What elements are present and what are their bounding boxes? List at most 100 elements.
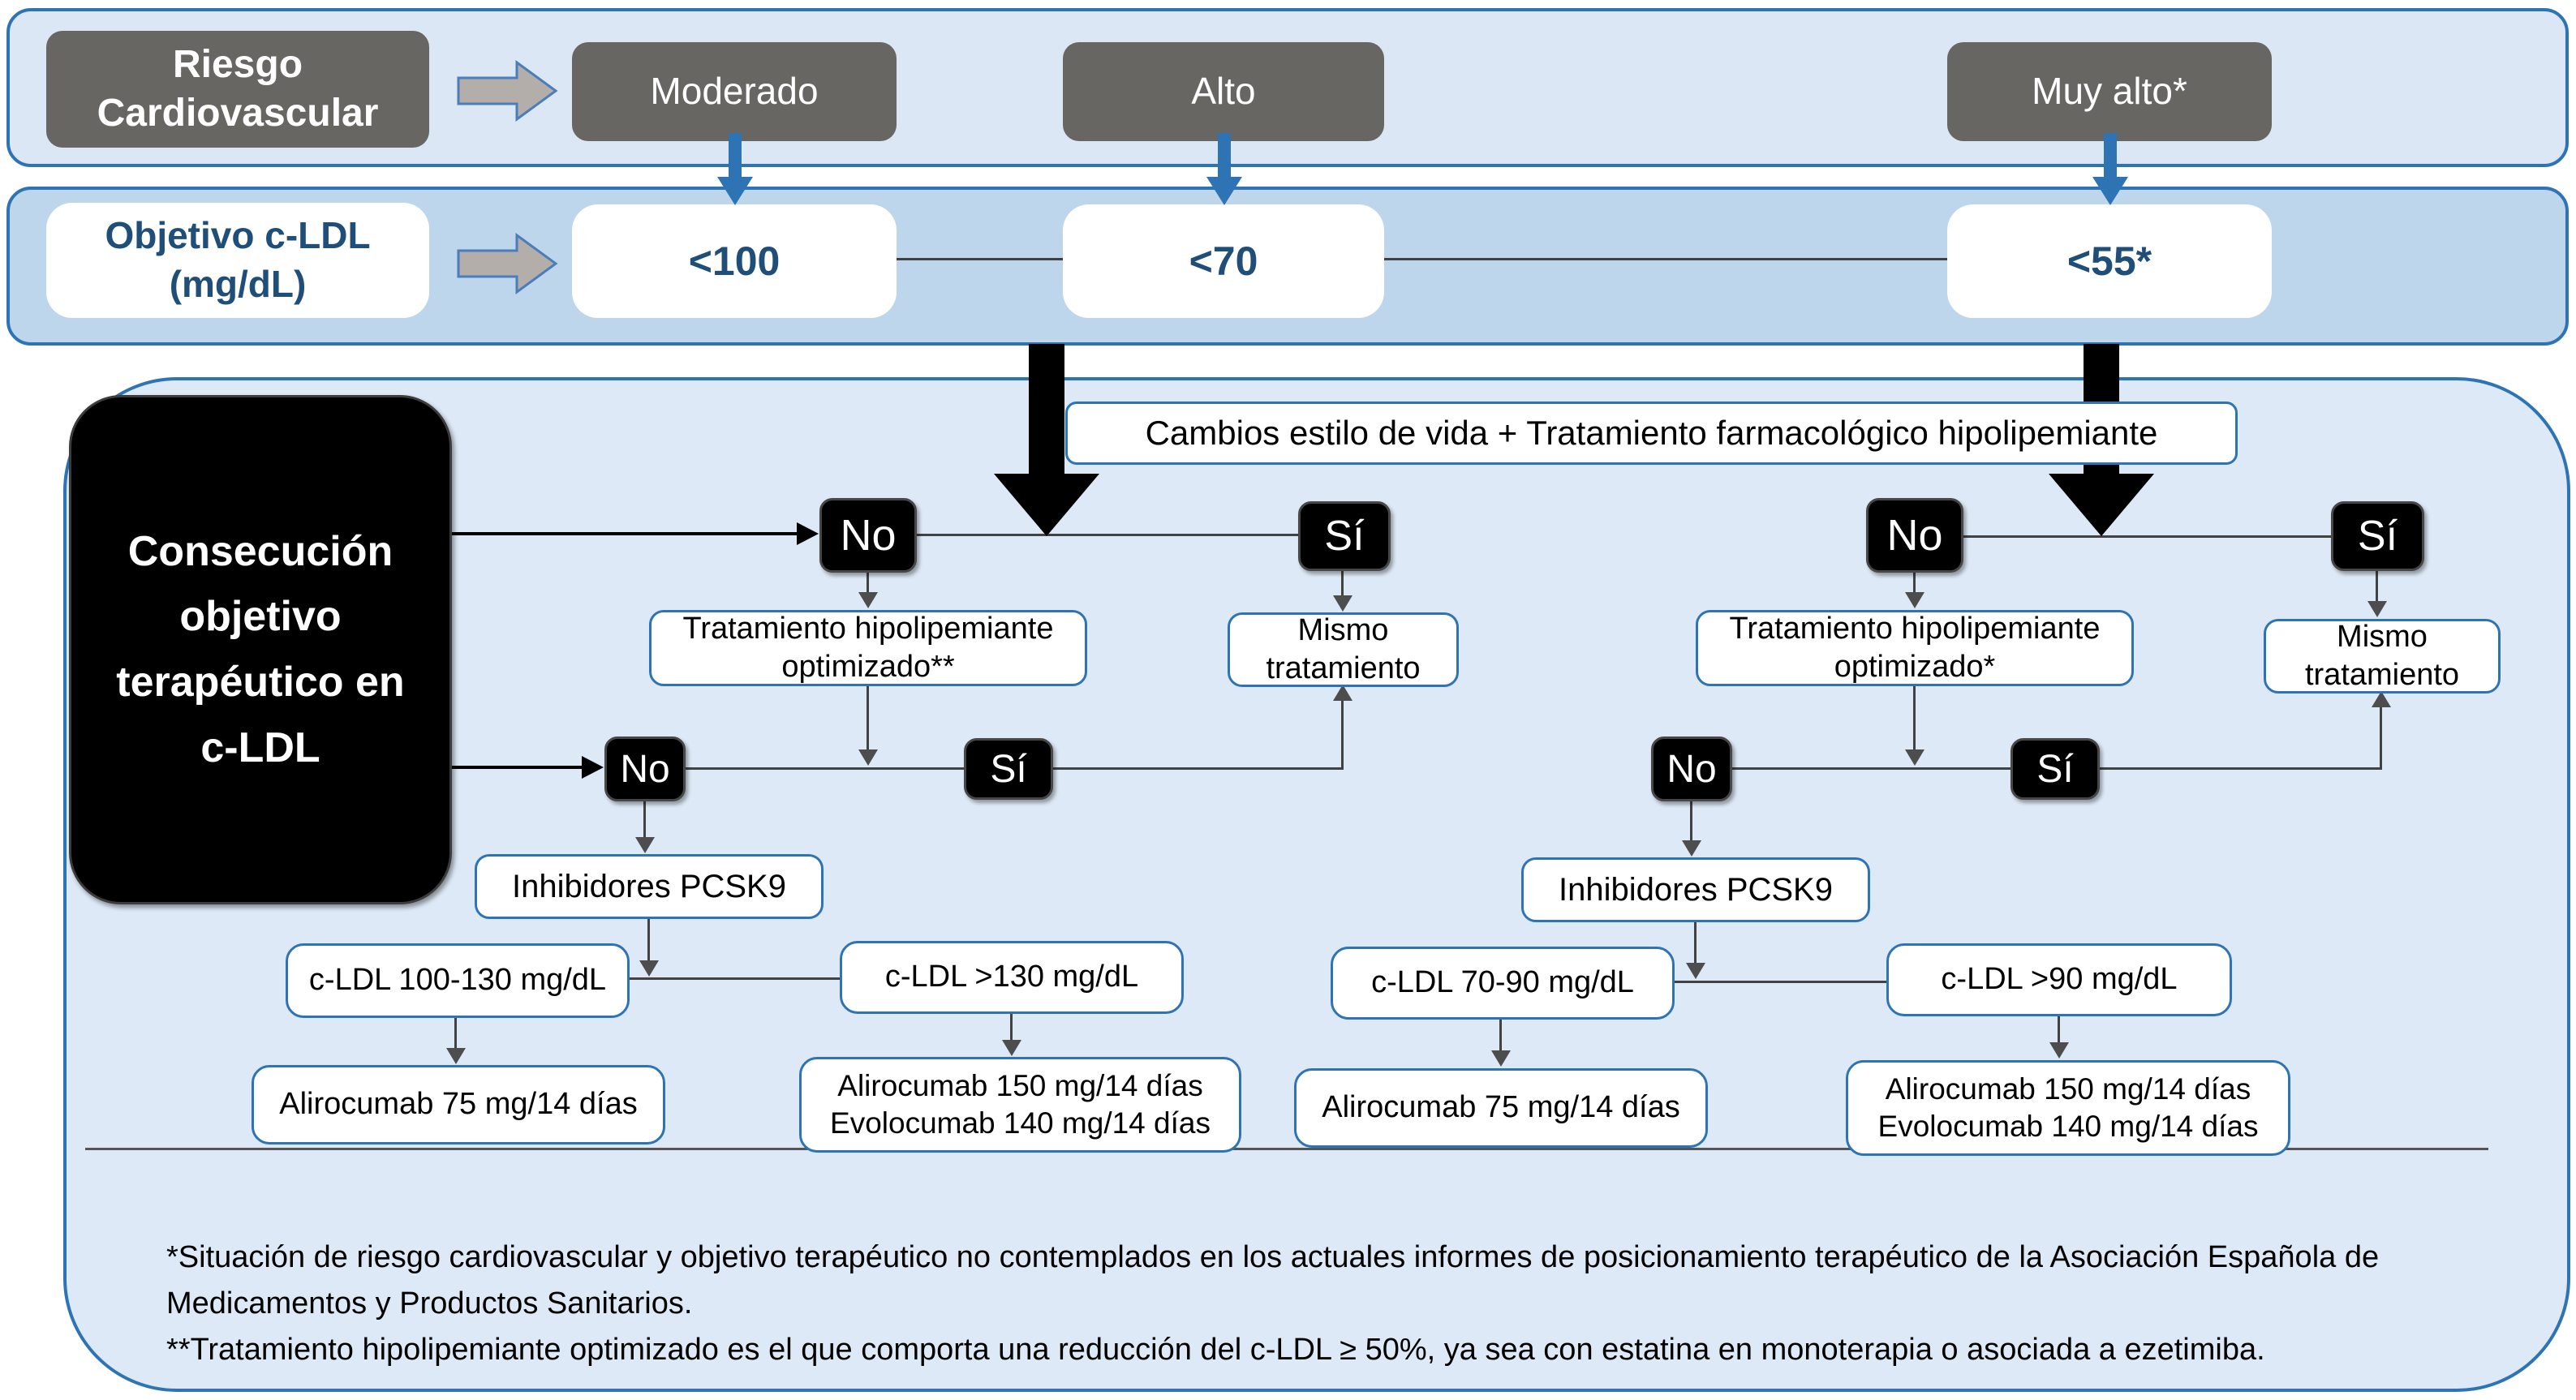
optimized-treatment-label: Tratamiento hipolipemiante optimizado*: [1729, 611, 2101, 685]
blue-down-arrow-icon: [717, 133, 753, 205]
arrowhead-icon: [797, 522, 819, 545]
dose-label: Alirocumab 150 mg/14 días: [1885, 1071, 2251, 1106]
arrowhead-icon: [858, 592, 878, 608]
pcsk9-label: Inhibidores PCSK9: [1559, 872, 1833, 908]
dose-high-box-right: Alirocumab 150 mg/14 días Evolocumab 140…: [1846, 1060, 2290, 1156]
same-treatment-label: Mismo tratamiento: [1266, 612, 1421, 686]
arrowhead-icon: [1491, 1050, 1511, 1067]
goal-title-line: terapéutico en: [116, 659, 405, 706]
goal-achievement-box: Consecución objetivo terapéutico en c-LD…: [69, 395, 452, 904]
node-no-row1-right: No: [1866, 498, 1963, 573]
target-value-100: <100: [572, 204, 897, 318]
risk-level-muy-alto: Muy alto*: [1947, 42, 2272, 141]
arrowhead-icon: [858, 749, 878, 766]
treatment-bar-label: Cambios estilo de vida + Tratamiento far…: [1145, 413, 2158, 452]
node-no-row2-right: No: [1651, 737, 1732, 801]
range-high-box-left: c-LDL >130 mg/dL: [840, 941, 1184, 1014]
pcsk9-box-right: Inhibidores PCSK9: [1521, 857, 1870, 922]
connector-ranges-left: [629, 977, 840, 980]
bottom-rule: [85, 1148, 2488, 1150]
target-value-70: <70: [1063, 204, 1384, 318]
footnote-2: **Tratamiento hipolipemiante optimizado …: [166, 1333, 2265, 1367]
connector-no1-optimized-left: [867, 573, 869, 595]
arrowhead-icon: [1686, 963, 1705, 979]
risk-label-box: Riesgo Cardiovascular: [46, 31, 429, 148]
range-mid-box-right: c-LDL 70-90 mg/dL: [1331, 947, 1675, 1020]
optimized-treatment-box-right: Tratamiento hipolipemiante optimizado*: [1696, 610, 2134, 686]
footnotes: *Situación de riesgo cardiovascular y ob…: [166, 1235, 2422, 1373]
arrowhead-icon: [639, 960, 659, 977]
connector-row2-right: [1732, 767, 2010, 770]
node-si-row1-left: Sí: [1298, 501, 1391, 571]
dose-high-box-left: Alirocumab 150 mg/14 días Evolocumab 140…: [799, 1057, 1241, 1153]
connector-pcsk9-ranges-left: [647, 919, 650, 962]
connector-mid-dose-right: [1499, 1020, 1502, 1053]
connector-high-dose-left: [1010, 1014, 1013, 1041]
block-arrow-icon: [457, 60, 558, 122]
range-label: c-LDL >130 mg/dL: [884, 960, 1139, 994]
node-label: No: [1666, 747, 1717, 791]
connector-row2-left: [686, 767, 964, 770]
arrowhead-icon: [1333, 595, 1353, 612]
risk-level-moderado: Moderado: [572, 42, 897, 141]
node-label: Sí: [1324, 513, 1365, 560]
block-arrow-icon: [457, 233, 558, 294]
range-label: c-LDL >90 mg/dL: [1941, 962, 2178, 997]
arrowhead-icon: [446, 1048, 466, 1064]
arrowhead-icon: [582, 756, 604, 779]
connector-goal-row1: [452, 532, 797, 535]
arrowhead-icon: [1333, 685, 1353, 701]
dose-label: Alirocumab 75 mg/14 días: [1322, 1090, 1680, 1125]
range-mid-box-left: c-LDL 100-130 mg/dL: [286, 943, 630, 1018]
node-no-row1-left: No: [819, 498, 917, 573]
dose-label: Alirocumab 150 mg/14 días: [837, 1068, 1203, 1102]
target-label-line1: Objetivo c-LDL: [105, 214, 371, 257]
range-label: c-LDL 100-130 mg/dL: [308, 963, 607, 998]
arrowhead-icon: [2367, 601, 2387, 617]
optimized-treatment-box-left: Tratamiento hipolipemiante optimizado**: [649, 610, 1087, 686]
blue-down-arrow-icon: [1206, 133, 1242, 205]
connector-no2-pcsk9-right: [1690, 801, 1692, 842]
connector-mid-dose-left: [454, 1016, 457, 1050]
node-label: No: [620, 747, 670, 791]
footnote-1: *Situación de riesgo cardiovascular y ob…: [166, 1240, 2380, 1321]
goal-title-line: c-LDL: [200, 724, 320, 771]
connector-elbow-left-h: [1053, 767, 1344, 770]
risk-level-label: Muy alto*: [2032, 70, 2187, 113]
pcsk9-label: Inhibidores PCSK9: [512, 869, 786, 904]
connector-elbow-right-h: [2100, 767, 2382, 770]
connector-no2-pcsk9-left: [643, 801, 646, 839]
target-value: <100: [688, 238, 781, 284]
node-si-row1-right: Sí: [2331, 501, 2424, 571]
dose-low-box-left: Alirocumab 75 mg/14 días: [252, 1065, 665, 1144]
range-high-box-right: c-LDL >90 mg/dL: [1886, 943, 2232, 1016]
risk-label: Riesgo Cardiovascular: [97, 43, 379, 135]
arrowhead-icon: [2049, 1042, 2069, 1059]
node-label: Sí: [2036, 747, 2074, 791]
connector-optimized-row2-left: [867, 686, 869, 751]
node-si-row2-right: Sí: [2010, 738, 2100, 800]
connector-elbow-right-v: [2380, 707, 2382, 769]
optimized-treatment-label: Tratamiento hipolipemiante optimizado**: [682, 611, 1054, 685]
target-value-55: <55*: [1947, 204, 2272, 318]
risk-level-label: Moderado: [650, 70, 819, 113]
target-value: <55*: [2066, 238, 2152, 284]
connector-si1-same-right: [2376, 569, 2378, 603]
dose-label: Alirocumab 75 mg/14 días: [279, 1087, 638, 1122]
dose-low-box-right: Alirocumab 75 mg/14 días: [1294, 1068, 1708, 1148]
pcsk9-box-left: Inhibidores PCSK9: [475, 854, 824, 919]
target-label-line2: (mg/dL): [169, 263, 307, 305]
connector-ranges-right: [1671, 981, 1886, 983]
node-label: No: [1886, 511, 1943, 560]
target-value: <70: [1189, 238, 1258, 284]
same-treatment-box-left: Mismo tratamiento: [1228, 612, 1459, 687]
arrowhead-icon: [1002, 1040, 1021, 1056]
connector-optimized-row2-right: [1913, 686, 1916, 751]
connector-high-dose-right: [2058, 1016, 2060, 1045]
arrowhead-icon: [2372, 691, 2391, 707]
arrowhead-icon: [635, 837, 655, 853]
connector-row1-left: [917, 534, 1298, 536]
node-no-row2-left: No: [604, 737, 686, 801]
connector-si1-same-left: [1341, 569, 1344, 597]
